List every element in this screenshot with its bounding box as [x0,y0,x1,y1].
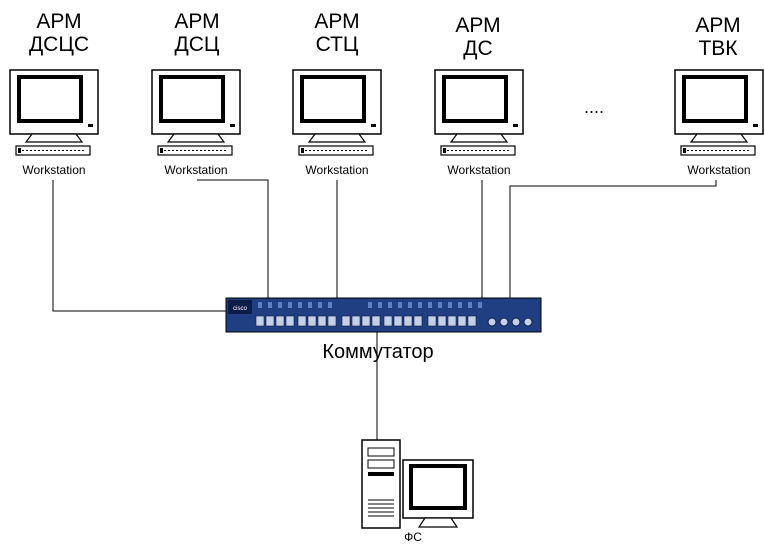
server-icon [361,439,474,529]
workstation-title-line2: ДСЦ [174,33,220,57]
svg-text:cisco: cisco [233,306,247,312]
switch-icon: cisco [225,297,542,333]
link-dscs [52,180,226,312]
workstation-title-line2: СТЦ [315,33,359,57]
workstation-title-line1: АРМ [695,14,741,37]
workstation-icon-dscs [8,68,100,157]
workstation-title-line1: АРМ [174,10,220,33]
workstation-title-dsc: АРМ ДСЦ [142,10,252,56]
workstation-caption-dscs: Workstation [22,163,86,177]
workstation-title-line1: АРМ [36,10,82,33]
link-tvk [509,180,717,300]
workstation-title-line2: ДСЦС [28,33,90,57]
workstation-icon-stc [291,68,383,157]
workstation-title-line1: АРМ [314,10,360,33]
workstation-title-ds: АРМ ДС [423,14,533,60]
workstation-title-line2: ДС [463,37,493,61]
workstation-caption-stc: Workstation [305,163,369,177]
workstation-title-line2: ТВК [698,37,738,61]
workstation-caption-ds: Workstation [447,163,511,177]
switch-caption: Коммутатор [322,341,434,363]
workstation-title-stc: АРМ СТЦ [282,10,392,56]
workstation-title-tvk: АРМ ТВК [663,14,765,60]
workstation-icon-dsc [150,68,242,157]
server-caption: ФС [404,530,422,544]
more-workstations-ellipsis: .... [583,97,604,117]
workstation-title-dscs: АРМ ДСЦС [4,10,114,56]
workstation-caption-tvk: Workstation [687,163,751,177]
connection-lines [52,179,717,440]
link-dsc [197,179,269,300]
workstation-title-line1: АРМ [455,14,501,37]
workstation-icon-tvk [673,68,765,157]
workstation-icon-ds [433,68,525,157]
workstation-caption-dsc: Workstation [164,163,228,177]
